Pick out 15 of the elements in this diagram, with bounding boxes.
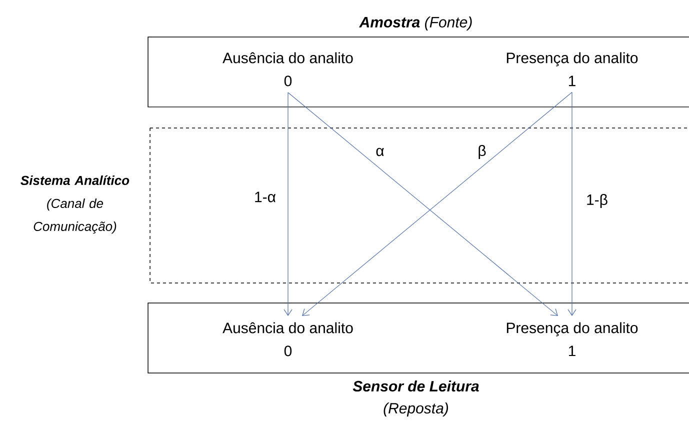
node-label: Amostra: [359, 17, 420, 28]
edge-label: α: [374, 146, 386, 158]
side-label: Sistema Analítico (Canal de Comunicação): [20, 175, 130, 234]
state-label: Presença do analito 1: [506, 52, 638, 86]
state-label: Ausência do analito 0: [222, 322, 353, 356]
edge-label: 1-β: [585, 193, 609, 209]
arrow: [284, 92, 292, 316]
state-label: Ausência do analito 0: [222, 52, 353, 86]
node-label: (Reposta): [384, 402, 448, 416]
arrow: [568, 92, 576, 316]
state-label: Presença do analito 1: [506, 322, 638, 356]
node-label: Sensor de Leitura: [352, 380, 479, 392]
node-label: (Fonte): [425, 16, 472, 30]
edge-label: 1-α: [253, 190, 277, 204]
edge-label: β: [476, 144, 488, 160]
